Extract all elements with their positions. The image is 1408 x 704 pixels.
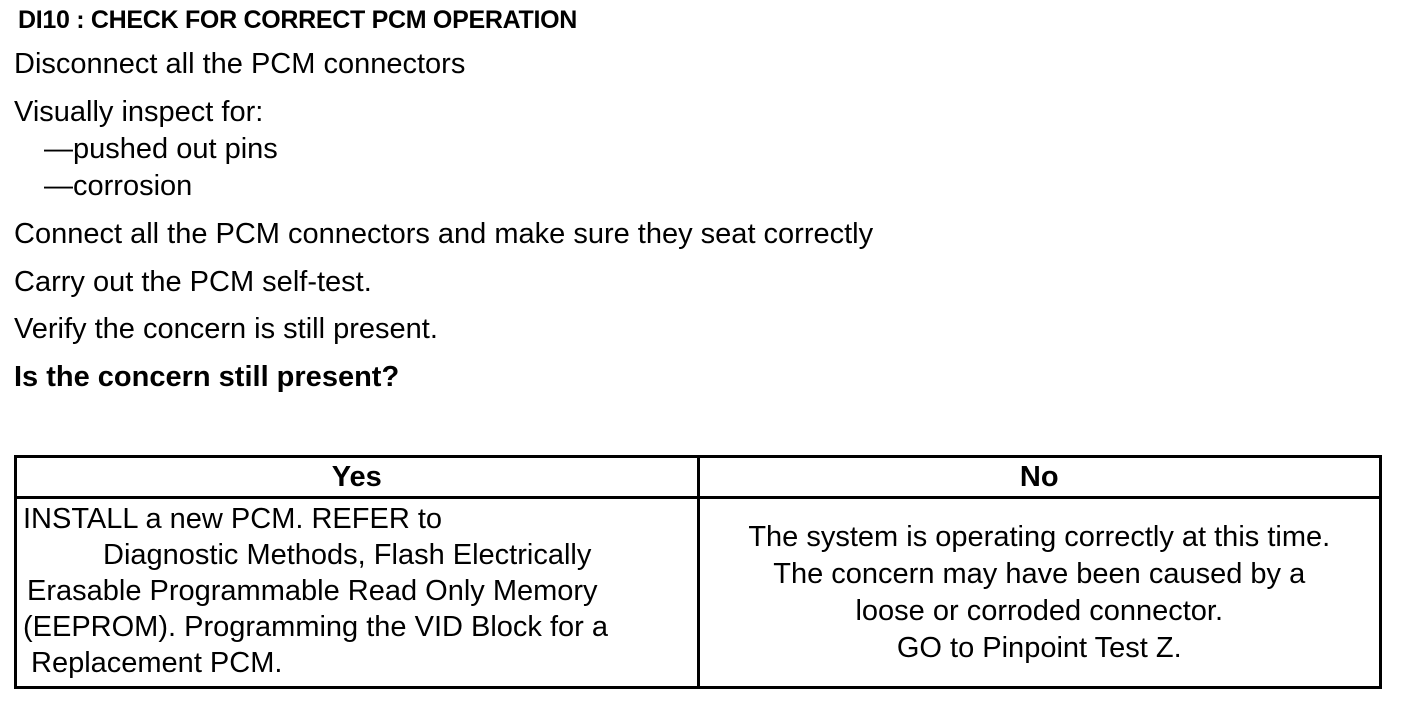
no-line: loose or corroded connector. <box>855 594 1224 627</box>
yes-line: Diagnostic Methods, Flash Electrically <box>103 539 592 571</box>
no-line: The system is operating correctly at thi… <box>748 520 1331 553</box>
table-header-row: Yes No <box>14 455 1382 499</box>
step-connect: Connect all the PCM connectors and make … <box>14 218 874 250</box>
no-line: GO to Pinpoint Test Z. <box>896 631 1182 664</box>
step-inspect: Visually inspect for: <box>14 96 264 128</box>
header-yes: Yes <box>14 455 700 499</box>
decision-table: Yes No INSTALL a new PCM. REFER to Diagn… <box>14 455 1382 689</box>
decision-question: Is the concern still present? <box>14 361 400 393</box>
step-verify: Verify the concern is still present. <box>14 313 438 345</box>
no-action-cell: The system is operating correctly at thi… <box>696 496 1382 689</box>
inspect-item-corrosion: —corrosion <box>44 170 193 202</box>
yes-line: (EEPROM). Programming the VID Block for … <box>23 611 608 643</box>
no-line: The concern may have been caused by a <box>773 557 1306 590</box>
yes-line: Erasable Programmable Read Only Memory <box>27 575 598 607</box>
yes-line: Replacement PCM. <box>31 647 283 679</box>
step-self-test: Carry out the PCM self-test. <box>14 266 372 298</box>
table-row: INSTALL a new PCM. REFER to Diagnostic M… <box>14 496 1382 689</box>
step-disconnect: Disconnect all the PCM connectors <box>14 48 466 80</box>
step-title: DI10 : CHECK FOR CORRECT PCM OPERATION <box>18 6 577 34</box>
yes-action-cell: INSTALL a new PCM. REFER to Diagnostic M… <box>14 496 700 689</box>
header-no: No <box>696 455 1382 499</box>
inspect-item-pins: —pushed out pins <box>44 133 278 165</box>
yes-line: INSTALL a new PCM. REFER to <box>23 503 443 535</box>
